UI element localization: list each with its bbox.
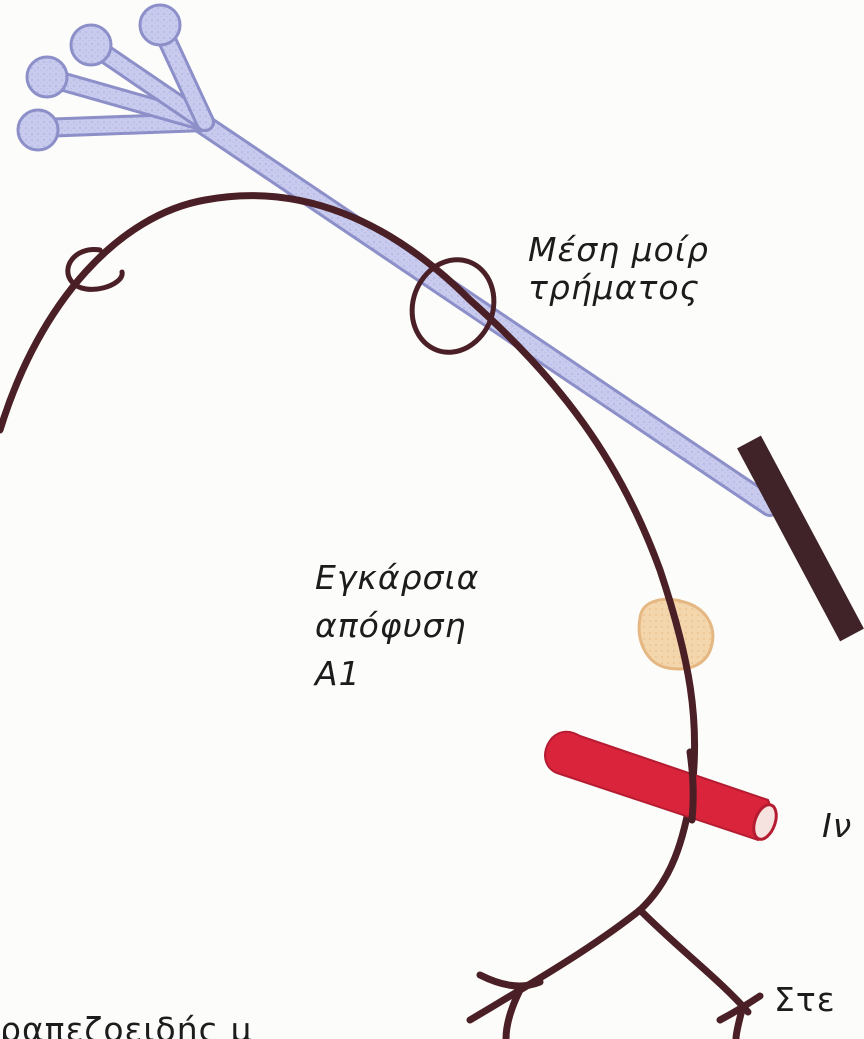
label-transverse-process-2: απόφυση — [315, 604, 467, 647]
nerve-branch-lower-left — [470, 910, 640, 1020]
tract-bulb-1 — [18, 110, 58, 150]
label-transverse-process-1: Εγκάρσια — [315, 556, 479, 599]
label-bottom-right-partial: Στε — [774, 978, 836, 1021]
bone-bar — [749, 442, 852, 635]
tract-bulb-3 — [71, 25, 111, 65]
label-middle-lobe: Μέση μοίρ — [528, 228, 709, 271]
nerve-branch-lower-right — [640, 910, 748, 1012]
vessel-body — [545, 732, 770, 840]
label-middle-lobe-line2: τρήματος — [528, 266, 700, 309]
label-transverse-process-3: Α1 — [315, 652, 361, 695]
tract-bulb-4 — [140, 5, 180, 45]
label-right-partial: Ιν — [822, 804, 852, 847]
label-bottom-left-partial: ραπεζοειδής μ — [0, 1008, 253, 1039]
nerve-over-vessel — [690, 752, 693, 820]
nerve-loop-left — [68, 250, 122, 290]
tract-bulb-2 — [27, 57, 67, 97]
